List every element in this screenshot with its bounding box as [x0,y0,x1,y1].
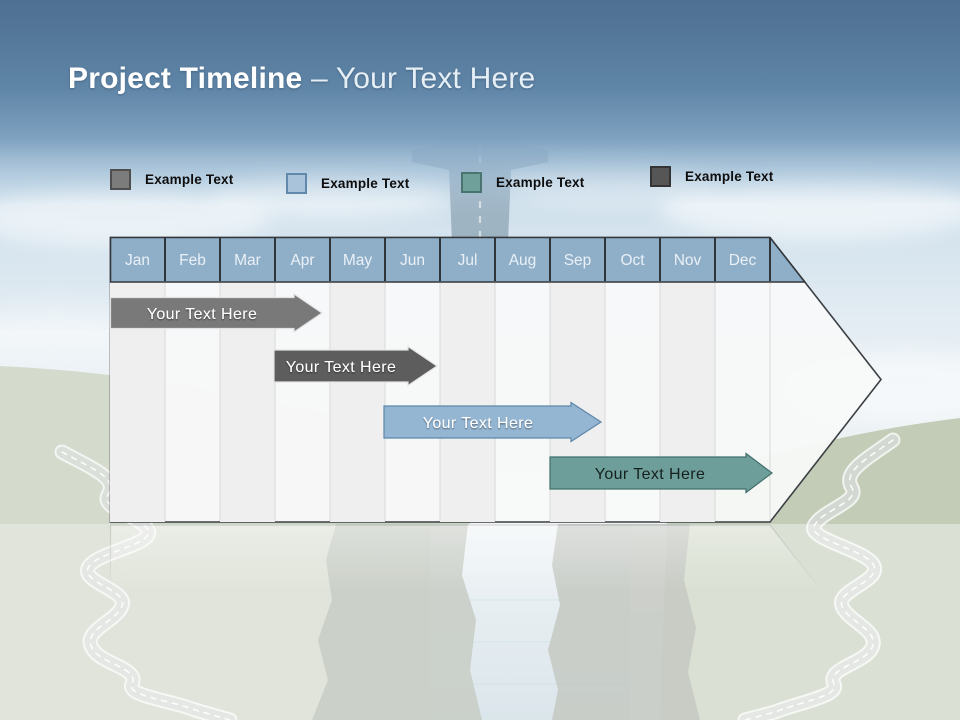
cliff-left [312,524,482,720]
slide-title[interactable]: Project Timeline – Your Text Here [68,62,535,96]
slide-title-regular: – Your Text Here [310,62,536,95]
slide-title-bold: Project Timeline [68,62,303,95]
month-labels: Jan Feb Mar Apr May Jun Jul Aug Sep Oct … [125,252,757,269]
month-label: Apr [290,252,314,269]
timeline-header[interactable] [109,236,807,283]
header-gradient-band [0,0,960,205]
month-label: Nov [674,252,702,269]
month-label: Jun [400,252,425,269]
timeline-bar-1[interactable] [109,292,324,334]
timeline-bar-2-label: Your Text Here [286,359,397,376]
timeline-bar-4[interactable] [549,452,773,494]
timeline-bar-1-label: Your Text Here [147,306,258,323]
haze-left [0,330,110,524]
legend-swatch-rect [110,169,131,190]
month-label: May [343,252,373,269]
month-label: Feb [179,252,206,269]
legend-item-2[interactable]: Example Text [286,173,409,194]
legend-item-3[interactable]: Example Text [461,172,584,193]
legend-swatch [461,172,482,193]
legend-swatch-rect [286,173,307,194]
grid-stripe [440,282,495,522]
legend-label: Example Text [685,169,774,184]
month-label: Mar [234,252,261,269]
month-label: Jul [458,252,478,269]
grid-stripe [330,282,385,522]
road-right [737,432,901,720]
month-label: Aug [509,252,537,269]
month-label: Sep [564,252,592,269]
legend-swatch-rect [650,166,671,187]
legend-label: Example Text [496,175,585,190]
timeline-bar-2[interactable] [273,345,439,387]
timeline-bar-4-label: Your Text Here [595,466,706,483]
haze-overlay [0,524,960,720]
timeline-bar-3[interactable] [383,401,603,443]
legend-item-1[interactable]: Example Text [110,169,233,190]
month-label: Oct [620,252,645,269]
month-label: Dec [729,252,757,269]
month-label: Jan [125,252,150,269]
timeline-bars: Your Text Here Your Text Here Your Text … [109,292,773,494]
legend-swatch [650,166,671,187]
legend-swatch-rect [461,172,482,193]
cliff-right [548,524,700,720]
legend-swatch [286,173,307,194]
road-left [54,444,238,720]
legend-item-4[interactable]: Example Text [650,166,773,187]
header-cell-dividers [164,238,771,281]
banner-reflection [109,524,882,720]
legend-label: Example Text [145,172,234,187]
legend-label: Example Text [321,176,410,191]
legend-swatch [110,169,131,190]
timeline-bar-3-label: Your Text Here [423,415,534,432]
